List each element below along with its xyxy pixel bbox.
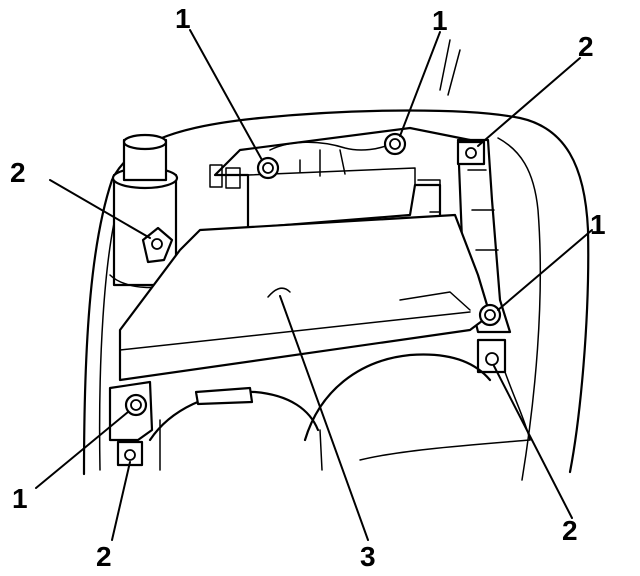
leader-lines — [35, 29, 593, 541]
dash-shell-inner-right — [497, 137, 542, 481]
callout-label: 2 — [96, 541, 112, 572]
callout-label: 2 — [562, 515, 578, 546]
callout-label: 1 — [590, 209, 606, 240]
fastener-nut — [485, 352, 499, 366]
lower-dash-openings — [148, 353, 531, 471]
fastener-nut — [141, 226, 174, 264]
knee-bolster-panel — [118, 213, 492, 382]
dash-shell-outline — [82, 109, 590, 476]
fastener-nut — [124, 449, 136, 461]
callout-label: 3 — [360, 541, 376, 572]
fastener-bolt — [124, 393, 148, 417]
callout-label: 1 — [12, 483, 28, 514]
callout-label: 1 — [432, 5, 448, 36]
fastener-nut — [456, 140, 486, 166]
callout-label: 1 — [175, 3, 191, 34]
fastener-bolt — [478, 303, 502, 327]
callout-label: 2 — [10, 157, 26, 188]
fastener-bolt — [383, 132, 407, 156]
callout-label: 2 — [578, 31, 594, 62]
fastener-bolt — [256, 156, 280, 180]
steering-column — [109, 133, 181, 289]
upper-support-bracket — [209, 126, 472, 247]
